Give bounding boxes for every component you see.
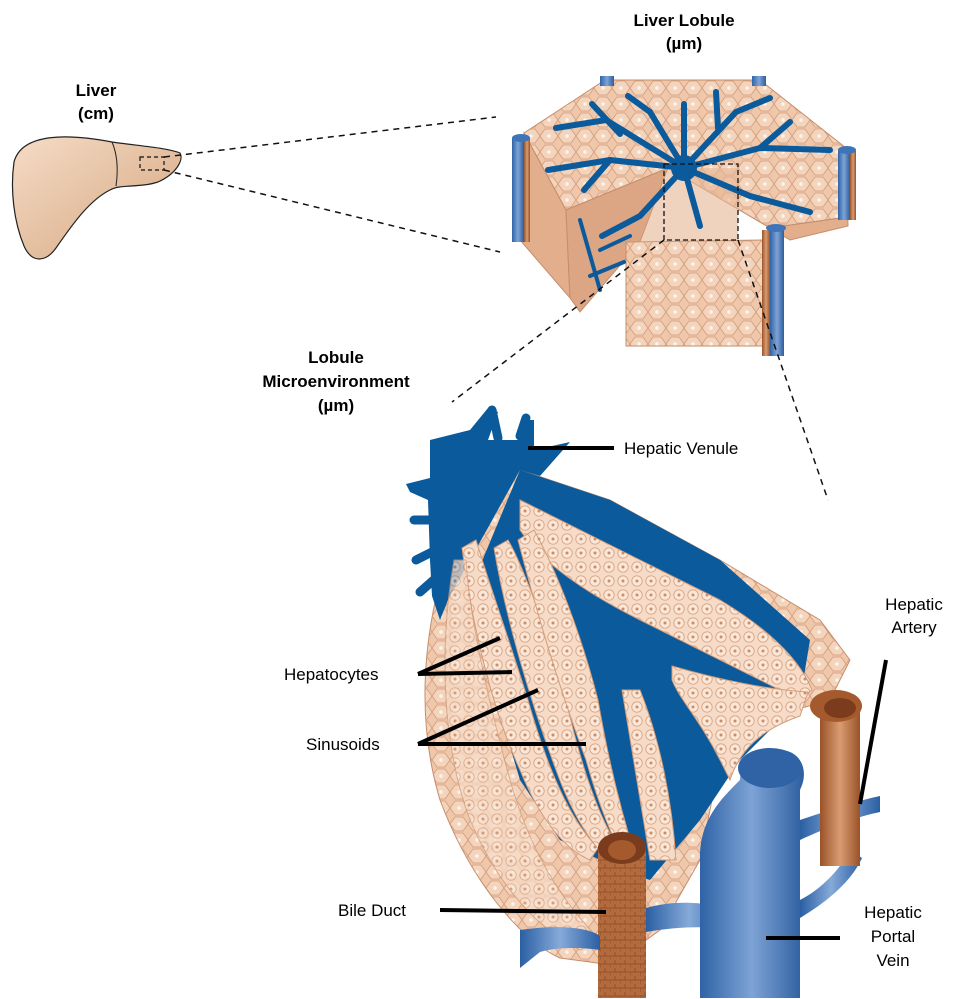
- liver-organ: [12, 137, 181, 259]
- label-hepatic-artery-line1: Hepatic: [885, 595, 943, 614]
- title-liver: Liver (cm): [76, 81, 117, 123]
- title-lobule-line2: (µm): [666, 34, 702, 53]
- title-micro-line2: Microenvironment: [262, 372, 410, 391]
- title-micro-line1: Lobule: [308, 348, 364, 367]
- hepatic-artery: [810, 690, 862, 866]
- label-portal-vein-line2: Portal: [871, 927, 915, 946]
- hepatocytes-leader-2: [418, 672, 512, 674]
- central-vein-icon: [671, 155, 697, 181]
- label-hepatic-venule: Hepatic Venule: [624, 439, 738, 458]
- artery-leader: [860, 660, 886, 804]
- label-portal-vein-line3: Vein: [876, 951, 909, 970]
- liver-lobule: [512, 76, 856, 356]
- title-micro: Lobule Microenvironment (µm): [262, 348, 410, 415]
- title-liver-line1: Liver: [76, 81, 117, 100]
- zoom-line: [164, 170, 500, 252]
- zoom-line: [164, 117, 496, 157]
- label-sinusoids: Sinusoids: [306, 735, 380, 754]
- label-portal-vein-line1: Hepatic: [864, 903, 922, 922]
- bile-duct-leader: [440, 910, 606, 912]
- title-lobule-line1: Liver Lobule: [633, 11, 734, 30]
- label-hepatic-artery-line2: Artery: [891, 618, 937, 637]
- title-liver-line2: (cm): [78, 104, 114, 123]
- label-hepatocytes: Hepatocytes: [284, 665, 379, 684]
- title-micro-line3: (µm): [318, 396, 354, 415]
- title-lobule: Liver Lobule (µm): [633, 11, 734, 53]
- label-bile-duct: Bile Duct: [338, 901, 406, 920]
